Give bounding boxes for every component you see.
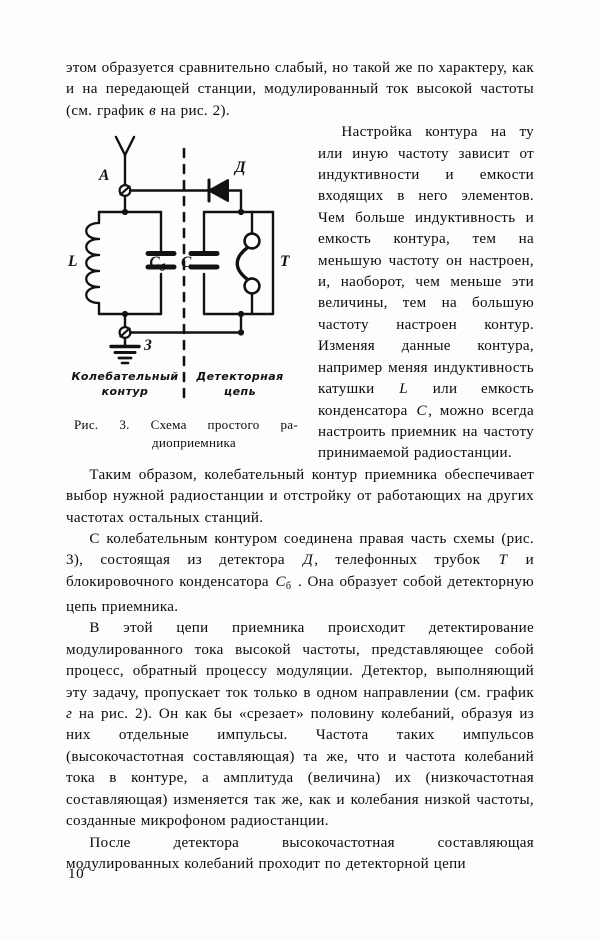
text-column: этом образуется сравнительно слабый, но … [66,58,534,875]
tuning-capacitor-icon [145,251,177,270]
paragraph-5: В этой цепи приемника происходит детекти… [66,620,534,830]
paragraph-3: Таким образом, колебательный контур прие… [66,466,534,526]
antenna-terminal-icon [118,184,132,198]
radio-receiver-schematic: А З L C Д Т Сб Колебательный контур [67,136,290,406]
label-block-capacitor: Сб [149,254,165,274]
antenna-icon [114,136,136,187]
page-number: 10 [68,866,85,882]
figure-caption: Рис. 3. Схема простого ра- диоприемника [74,416,298,451]
figure-3: А З L C Д Т Сб Колебательный контур [66,122,304,455]
inline-symbol-subscripted: Сб [275,573,292,592]
inline-symbol: C [416,402,427,419]
headphones-icon [235,211,261,316]
inline-symbol: Т [498,552,508,569]
label-inductor: L [67,253,77,270]
section-label-left-line1: Колебательный [72,370,179,383]
inline-symbol: Д [303,552,314,569]
paragraph-6: После детектора высокочастотная составля… [66,834,534,872]
label-headphones: Т [280,253,290,270]
section-label-right-line2: цепь [224,385,256,398]
ground-icon [109,337,141,365]
label-ground-terminal: З [143,337,152,354]
ground-terminal-icon [118,326,132,340]
block-capacitor-icon [188,251,220,270]
inline-italic-marker: в [149,102,156,119]
inductor-icon [85,222,101,305]
section-label-right-line1: Детекторная [195,370,283,383]
inline-subscript: б [285,580,292,592]
figure-caption-line-2: диоприемника [151,434,236,450]
figure-caption-line-1: Рис. 3. Схема простого ра- [74,417,298,433]
section-label-left-line2: контур [102,385,149,398]
paragraph-4: С колебательным контуром соединена права… [66,530,534,616]
label-antenna-terminal: А [98,167,109,184]
paragraph-1: этом образуется сравнительно слабый, но … [66,60,534,119]
label-tuning-capacitor: C [181,254,192,271]
inline-italic-marker: г [66,706,73,723]
detector-diode-icon [207,178,229,203]
circuit-diagram: А З L C Д Т Сб Колебательный контур [66,122,304,408]
paragraph-2: Настройка контура на ту или иную частоту… [318,124,534,462]
inline-symbol: L [399,381,408,398]
label-detector: Д [233,159,247,176]
